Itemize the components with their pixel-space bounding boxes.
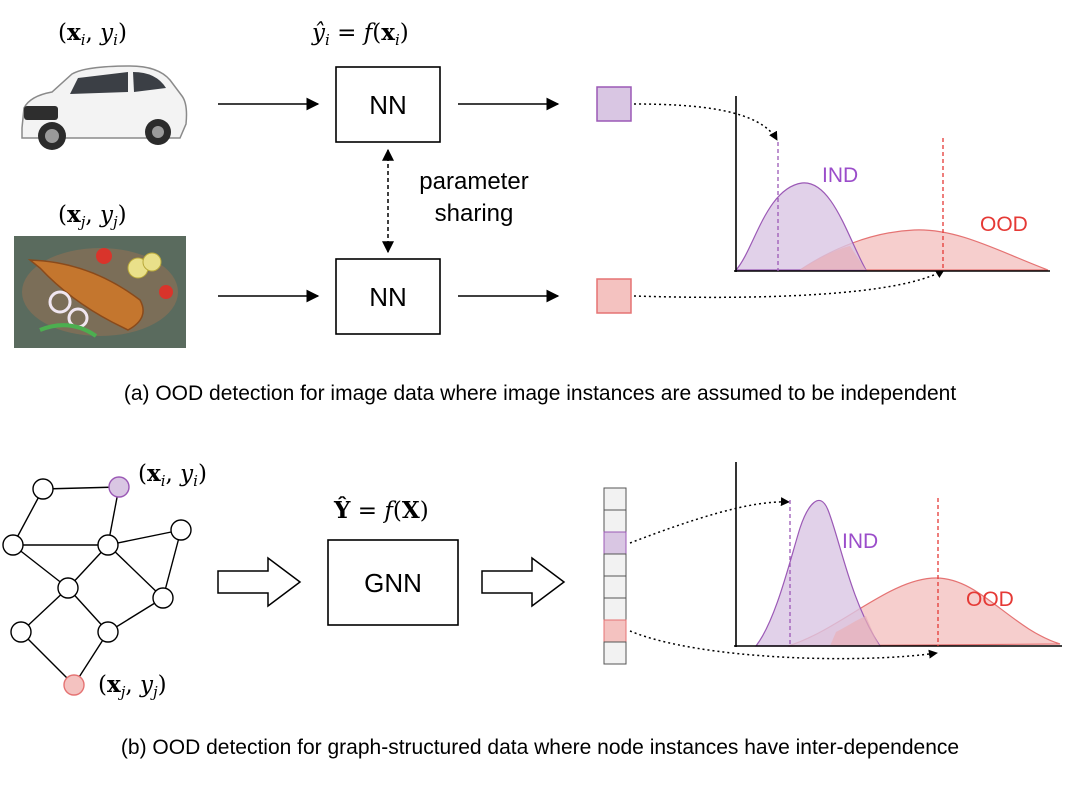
input-i-label: (xi, yi) xyxy=(58,19,127,49)
panel-a: (xi, yi) (xj, yj) ŷi = f(xi) xyxy=(12,19,1050,405)
graph-node xyxy=(57,577,79,599)
input-j-label: (xj, yj) xyxy=(58,201,127,231)
nn-box-bottom xyxy=(335,258,441,335)
graph-node xyxy=(32,478,54,500)
graph-node xyxy=(97,534,119,556)
ind-curve-b xyxy=(754,499,882,647)
nn-top-label: NN xyxy=(369,90,407,120)
formula-b: Ŷ = f(X) xyxy=(333,497,429,524)
hollow-arrow-out xyxy=(481,556,566,608)
node-j-label: (xj, yj) xyxy=(98,671,167,701)
graph-node xyxy=(152,587,174,609)
hollow-arrow-in xyxy=(217,556,302,608)
caption-b: (b) OOD detection for graph-structured d… xyxy=(121,736,959,759)
graph-node-j xyxy=(63,674,85,696)
panel-b: (xi, yi) (xj, yj) Ŷ = f(X) GNN xyxy=(2,460,1062,759)
caption-a: (a) OOD detection for image data where i… xyxy=(124,382,956,405)
nn-bottom-label: NN xyxy=(369,282,407,312)
ind-curve-a xyxy=(734,182,868,271)
sharing-line1: parameter xyxy=(419,168,528,195)
vector-cell-ind xyxy=(603,531,627,555)
dotted-arrow-ind-a xyxy=(633,103,778,141)
graph-edges xyxy=(12,486,182,686)
distribution-plot-a: IND OOD xyxy=(734,96,1050,272)
ind-label-a: IND xyxy=(822,164,858,187)
graph-node-i xyxy=(108,476,130,498)
gnn-label: GNN xyxy=(364,568,422,598)
car-image xyxy=(12,58,192,160)
output-square-ood xyxy=(596,278,632,314)
node-i-label: (xi, yi) xyxy=(138,460,207,490)
graph-node xyxy=(170,519,192,541)
graph-node xyxy=(97,621,119,643)
nn-box-top xyxy=(335,66,441,143)
gnn-box xyxy=(327,539,459,626)
fish-dish-image xyxy=(14,236,186,348)
ood-label-a: OOD xyxy=(980,213,1028,236)
graph-node xyxy=(2,534,24,556)
graph-node xyxy=(10,621,32,643)
dotted-arrow-ind-b xyxy=(629,497,790,544)
vector-cell-ood xyxy=(603,619,627,643)
graph-nodes xyxy=(2,476,192,696)
dotted-arrow-ood-a xyxy=(633,269,945,299)
output-vector xyxy=(603,487,627,665)
output-square-ind xyxy=(596,86,632,122)
dotted-arrow-ood-b xyxy=(629,630,938,660)
ood-label-b: OOD xyxy=(966,588,1014,611)
distribution-plot-b: IND OOD xyxy=(734,462,1062,647)
formula-a: ŷi = f(xi) xyxy=(311,19,409,49)
ind-label-b: IND xyxy=(842,530,878,553)
sharing-line2: sharing xyxy=(435,200,514,227)
